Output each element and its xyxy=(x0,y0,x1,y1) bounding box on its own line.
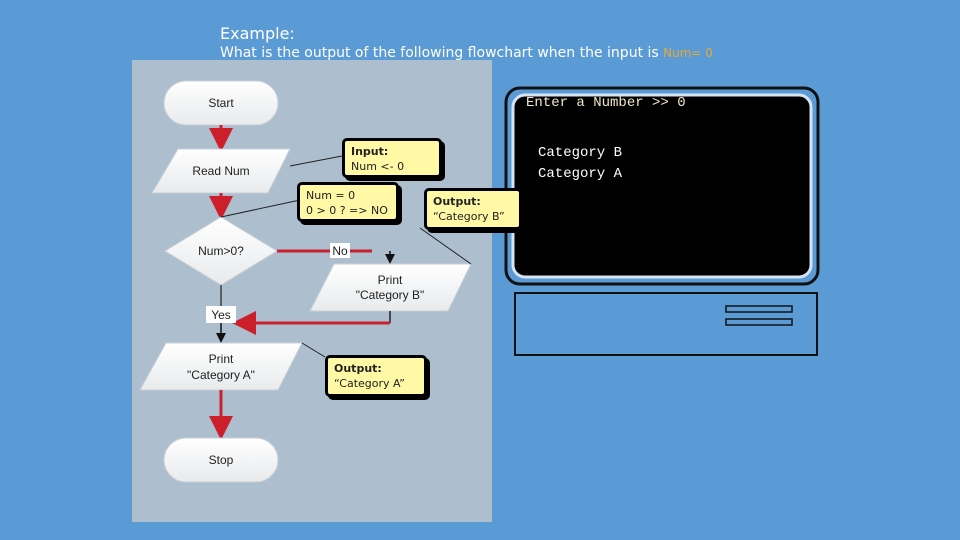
print-a-line2: "Category A" xyxy=(187,368,255,382)
stop-label: Stop xyxy=(209,453,234,467)
yes-label: Yes xyxy=(211,308,231,322)
print-b-shape xyxy=(309,263,472,312)
print-a-line1: Print xyxy=(209,352,234,366)
output-b-callout: Output: “Category B” xyxy=(424,188,522,230)
stop-terminator xyxy=(163,437,279,483)
print-b-line1: Print xyxy=(378,273,403,287)
connector-print-a-output xyxy=(301,342,326,358)
start-label: Start xyxy=(208,96,234,110)
question-text: What is the output of the following flow… xyxy=(220,45,713,61)
eval-callout-line2: 0 > 0 ? => NO xyxy=(306,204,388,217)
connector-print-b-output xyxy=(419,227,472,265)
connector-decision-eval xyxy=(220,199,301,218)
no-label: No xyxy=(332,244,348,258)
terminal-output-line-1: Category B xyxy=(538,145,623,161)
terminal-output-line-2: Category A xyxy=(538,166,623,182)
connector-read-input xyxy=(289,155,343,167)
output-b-text: “Category B” xyxy=(433,210,505,223)
question-body: What is the output of the following flow… xyxy=(220,45,659,61)
drive-slot-2 xyxy=(725,318,793,326)
slide-title: Example: xyxy=(220,24,295,43)
input-highlight: Num= 0 xyxy=(663,46,713,60)
print-b-line2: "Category B" xyxy=(356,288,425,302)
drive-slot-1 xyxy=(725,305,793,313)
output-a-text: “Category A” xyxy=(334,377,405,390)
eval-callout: Num = 0 0 > 0 ? => NO xyxy=(297,182,399,222)
eval-callout-line1: Num = 0 xyxy=(306,189,356,202)
no-label-box xyxy=(330,243,350,258)
output-b-label: Output: xyxy=(433,195,481,208)
terminal-prompt: Enter a Number >> 0 xyxy=(526,95,686,111)
decision-label: Num>0? xyxy=(198,244,244,258)
print-a-shape xyxy=(139,342,303,391)
input-callout: Input: Num <- 0 xyxy=(342,138,442,178)
output-a-label: Output: xyxy=(334,362,382,375)
input-callout-label: Input: xyxy=(351,145,389,158)
yes-label-box xyxy=(206,306,236,323)
input-callout-text: Num <- 0 xyxy=(351,160,405,173)
output-a-callout: Output: “Category A” xyxy=(325,355,427,397)
monitor-screen xyxy=(511,93,813,279)
read-input-shape xyxy=(151,148,291,194)
read-label: Read Num xyxy=(192,164,249,178)
